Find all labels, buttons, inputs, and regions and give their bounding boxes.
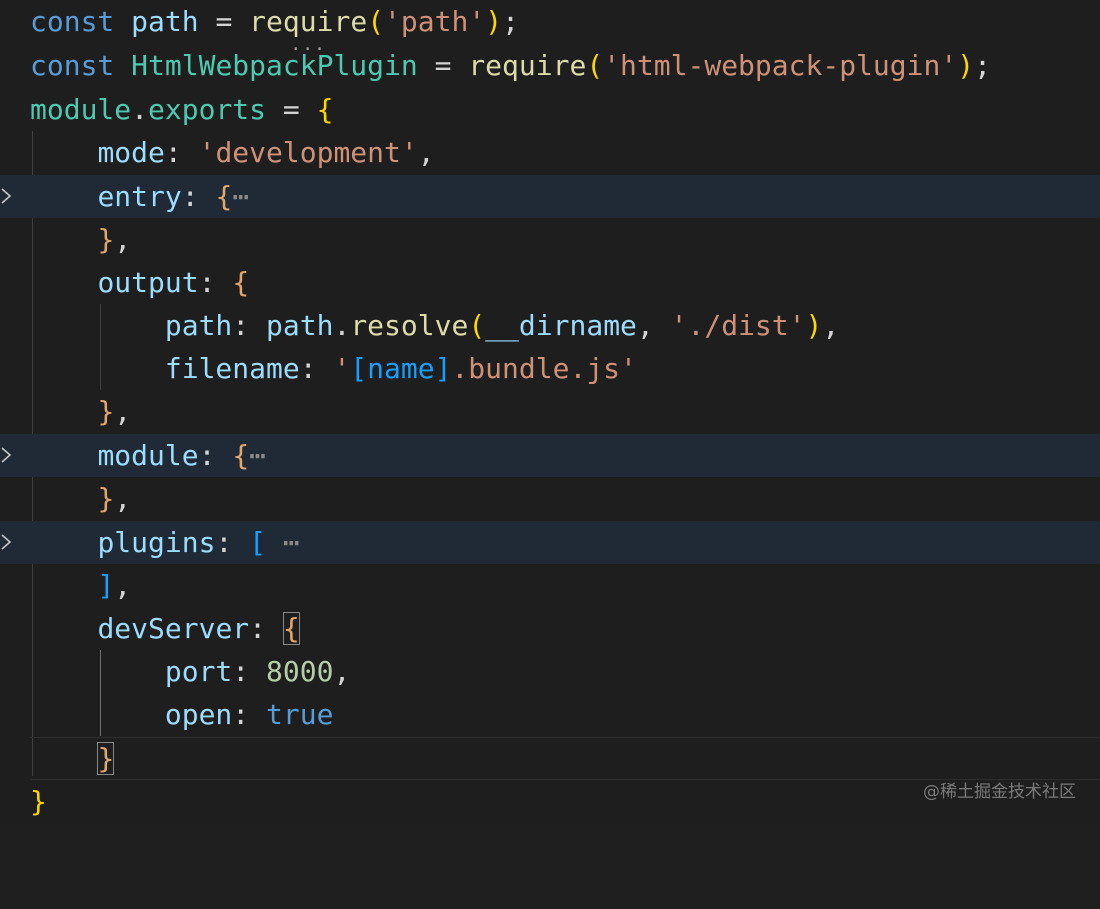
code-line-2[interactable]: const HtmlWebpackPlugin = require('html-…	[30, 49, 991, 82]
code-line-5-folded[interactable]: entry: {⋯	[0, 175, 1100, 218]
bracket-match-open: {	[282, 612, 300, 645]
watermark: @稀土掘金技术社区	[923, 782, 1076, 802]
code-line-19[interactable]: }	[30, 785, 47, 818]
code-line-12[interactable]: },	[97, 482, 132, 515]
code-line-8[interactable]: path: path.resolve(__dirname, './dist'),	[164, 309, 840, 342]
token-open-value: true	[266, 698, 334, 731]
code-line-4[interactable]: mode: 'development',	[97, 136, 435, 169]
token-dirname: __dirname	[485, 309, 637, 342]
code-editor[interactable]: const path = require('path'); const Html…	[0, 0, 1100, 824]
token-const: const	[30, 49, 115, 82]
token-port-value: 8000	[266, 655, 334, 688]
token-resolve: resolve	[350, 309, 469, 342]
token-html-plugin-string: 'html-webpack-plugin'	[603, 49, 958, 82]
indent-guide-devserver	[100, 650, 101, 736]
token-entry-key: entry	[97, 180, 182, 213]
token-require: require	[468, 49, 587, 82]
fold-ellipsis[interactable]: ⋯	[232, 180, 250, 213]
code-line-17[interactable]: open: true	[164, 698, 334, 731]
token-plugins-key: plugins	[97, 526, 216, 559]
code-line-1[interactable]: const path = require('path');	[0, 0, 1100, 43]
fold-ellipsis[interactable]: ⋯	[282, 526, 300, 559]
code-line-3[interactable]: module.exports = {	[30, 93, 334, 126]
code-line-13-folded[interactable]: plugins: [ ⋯	[0, 521, 1100, 564]
token-html-plugin-var: HtmlWebpackPlugin	[131, 49, 418, 82]
code-line-9[interactable]: filename: '[name].bundle.js'	[164, 352, 637, 385]
code-line-6[interactable]: },	[97, 223, 132, 256]
token-const: const	[30, 5, 115, 38]
token-path-key: path	[164, 309, 233, 342]
code-line-10[interactable]: },	[97, 395, 132, 428]
token-dist-string: './dist'	[670, 309, 806, 342]
code-line-18-current[interactable]: }	[0, 737, 1100, 780]
token-module-key: module	[97, 439, 199, 472]
token-eq: =	[198, 5, 250, 38]
token-path-fn: path	[266, 309, 334, 342]
fold-ellipsis[interactable]: ⋯	[249, 439, 267, 472]
token-mode-key: mode	[97, 136, 165, 169]
token-mode-value: 'development'	[198, 136, 418, 169]
token-path-var: path	[131, 5, 199, 38]
code-line-7[interactable]: output: {	[97, 266, 250, 299]
token-filename-key: filename	[164, 352, 300, 385]
indent-guide-output	[100, 304, 101, 390]
token-port-key: port	[164, 655, 233, 688]
code-line-11-folded[interactable]: module: {⋯	[0, 434, 1100, 477]
chevron-right-icon[interactable]	[0, 534, 12, 550]
token-open-key: open	[164, 698, 233, 731]
token-filename-value: .bundle.js'	[451, 352, 637, 385]
token-output-key: output	[97, 266, 199, 299]
token-exports: exports	[148, 93, 267, 126]
token-path-string: 'path'	[384, 5, 486, 38]
token-module: module	[30, 93, 132, 126]
code-line-14[interactable]: ],	[97, 569, 132, 602]
code-line-16[interactable]: port: 8000,	[164, 655, 351, 688]
chevron-right-icon[interactable]	[0, 188, 12, 204]
bracket-match-close: }	[97, 742, 115, 775]
code-line-15[interactable]: devServer: {	[97, 612, 300, 645]
chevron-right-icon[interactable]	[0, 447, 12, 463]
token-devserver-key: devServer	[97, 612, 250, 645]
token-require: require	[249, 5, 367, 38]
